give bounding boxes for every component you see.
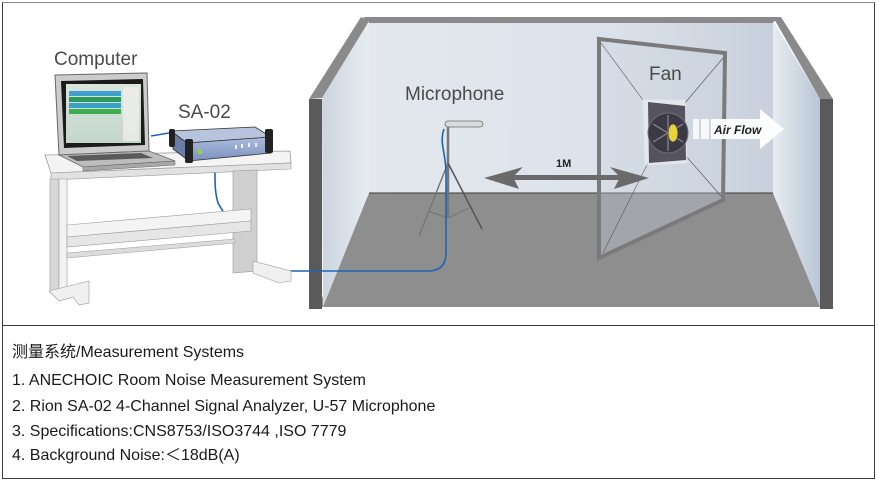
sa02-label: SA-02 <box>178 102 231 123</box>
measurement-systems-caption: 测量系统/Measurement Systems 1. ANECHOIC Roo… <box>12 340 435 468</box>
desk <box>44 150 292 306</box>
room-right-wall <box>773 21 820 307</box>
distance-arrow: 1M <box>484 158 649 189</box>
fan-test-plenum: Fan <box>597 36 728 262</box>
room-left-wall <box>322 21 369 307</box>
fan-label: Fan <box>649 64 682 85</box>
computer-label: Computer <box>54 49 138 70</box>
laptop-computer: Computer <box>54 49 176 172</box>
microphone-tripod: Microphone <box>405 84 504 237</box>
microphone-label: Microphone <box>405 84 504 105</box>
distance-label: 1M <box>556 158 571 170</box>
air-flow-arrow: Air Flow <box>693 109 784 149</box>
section-divider <box>3 325 875 326</box>
caption-heading: 测量系统/Measurement Systems <box>12 344 245 361</box>
fan-icon <box>647 102 689 163</box>
microphone-icon <box>444 120 484 128</box>
caption-item: 4. Background Noise:＜18dB(A) <box>12 447 240 464</box>
caption-item: 2. Rion SA-02 4-Channel Signal Analyzer,… <box>12 398 436 415</box>
room-floor <box>318 193 821 307</box>
sa02-signal-analyzer: SA-02 <box>169 102 273 163</box>
caption-item: 1. ANECHOIC Room Noise Measurement Syste… <box>12 372 366 389</box>
measurement-setup-diagram: Fan Air Flow 1M Microphone <box>3 3 875 324</box>
caption-item: 3. Specifications:CNS8753/ISO3744 ,ISO 7… <box>12 423 347 440</box>
air-flow-label: Air Flow <box>713 123 762 137</box>
